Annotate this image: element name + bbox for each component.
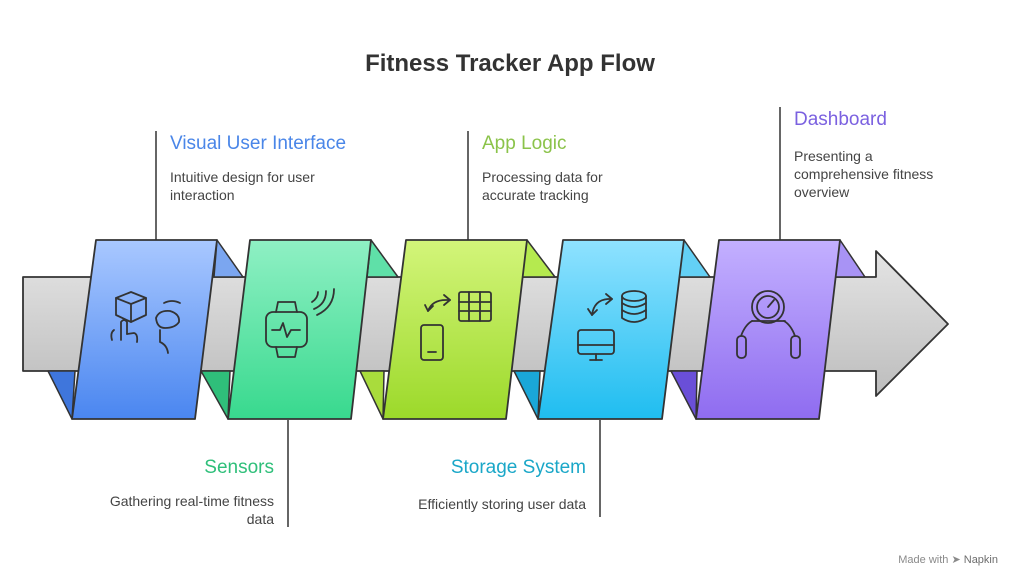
segment-visual-user-interface	[71, 239, 218, 420]
segments	[71, 239, 841, 420]
computer-database-icon	[577, 290, 647, 361]
flap-3	[200, 370, 231, 420]
flap-4	[366, 239, 399, 278]
napkin-logo-icon: ➤	[951, 554, 961, 566]
touch-interface-icon	[110, 291, 181, 354]
label-dashboard: Dashboard	[794, 109, 887, 130]
flap-9	[670, 370, 698, 420]
gauge-icon	[736, 290, 801, 359]
diagram-title: Fitness Tracker App Flow	[365, 50, 655, 77]
flap-7	[513, 370, 541, 420]
smartwatch-icon	[265, 288, 335, 358]
napkin-brand: Napkin	[963, 554, 998, 566]
flap-2	[213, 239, 244, 278]
flap-1	[47, 370, 76, 420]
label-app-logic: App Logic	[482, 133, 567, 154]
phone-sync-table-icon	[420, 291, 492, 361]
desc-visual-user-interface: Intuitive design for user interaction	[170, 169, 315, 203]
segment-flaps	[47, 239, 866, 420]
made-with-text: Made with	[898, 554, 949, 566]
label-storage-system: Storage System	[450, 457, 586, 478]
desc-app-logic: Processing data for accurate tracking	[482, 169, 603, 203]
label-sensors: Sensors	[204, 457, 274, 478]
desc-sensors: Gathering real-time fitness data	[109, 493, 274, 527]
flap-5	[359, 370, 385, 420]
connector-lines	[155, 107, 781, 527]
label-visual-user-interface: Visual User Interface	[170, 133, 347, 154]
made-with-napkin-footer[interactable]: Made with ➤ Napkin	[898, 553, 998, 566]
desc-storage-system: Efficiently storing user data	[418, 496, 586, 512]
segment-dashboard	[695, 239, 841, 420]
desc-dashboard: Presenting a comprehensive fitness overv…	[794, 148, 934, 200]
segment-app-logic	[382, 239, 528, 420]
